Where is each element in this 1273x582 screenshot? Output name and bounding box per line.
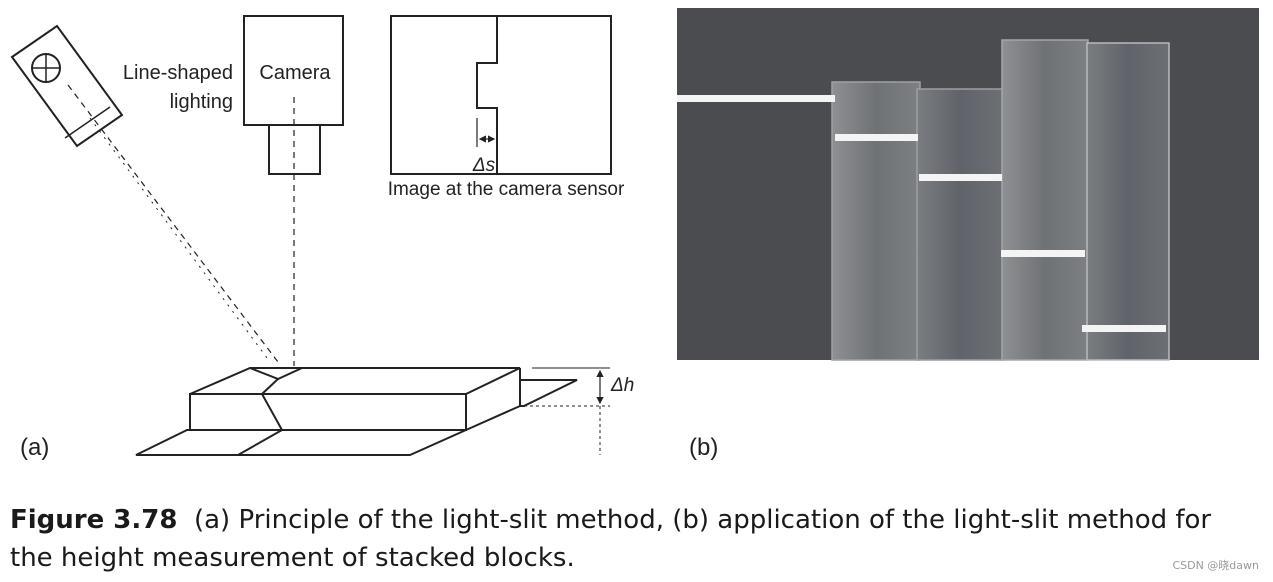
- light-beam-edge: [89, 117, 271, 363]
- lighting-label-line2: lighting: [170, 91, 233, 113]
- camera: [243, 15, 344, 175]
- sensor-image: [390, 15, 612, 175]
- laser-line-block-1: [835, 134, 918, 141]
- laser-line-block-2: [919, 174, 1002, 181]
- laser-line-block-3: [1001, 250, 1085, 257]
- watermark: CSDN @晓dawn: [1172, 559, 1259, 572]
- block-2: [916, 88, 1004, 361]
- figure-number: Figure 3.78: [10, 505, 178, 535]
- block-4: [1086, 42, 1170, 361]
- camera-label: Camera: [259, 62, 331, 84]
- stacked-object: [135, 367, 610, 456]
- block-3: [1001, 39, 1089, 361]
- laser-line-floor: [677, 95, 835, 102]
- panel-b-tag: (b): [689, 434, 718, 461]
- block-1: [831, 81, 921, 361]
- panel-a: [10, 15, 612, 456]
- delta-h-label: Δh: [610, 375, 634, 396]
- panel-a-tag: (a): [20, 434, 49, 461]
- line-light-source: [10, 24, 124, 148]
- sensor-caption: Image at the camera sensor: [388, 179, 625, 200]
- panel-b-photo: [677, 8, 1259, 361]
- figure-caption: Figure 3.78 (a) Principle of the light-s…: [10, 501, 1260, 577]
- figure: Line-shaped lighting Camera Δs Image at …: [10, 8, 1259, 461]
- delta-s-label: Δs: [472, 155, 496, 176]
- caption-text: (a) Principle of the light-slit method, …: [10, 505, 1212, 573]
- laser-line-block-4: [1082, 325, 1166, 332]
- lighting-label-line1: Line-shaped: [123, 62, 233, 84]
- light-beam: [67, 84, 279, 363]
